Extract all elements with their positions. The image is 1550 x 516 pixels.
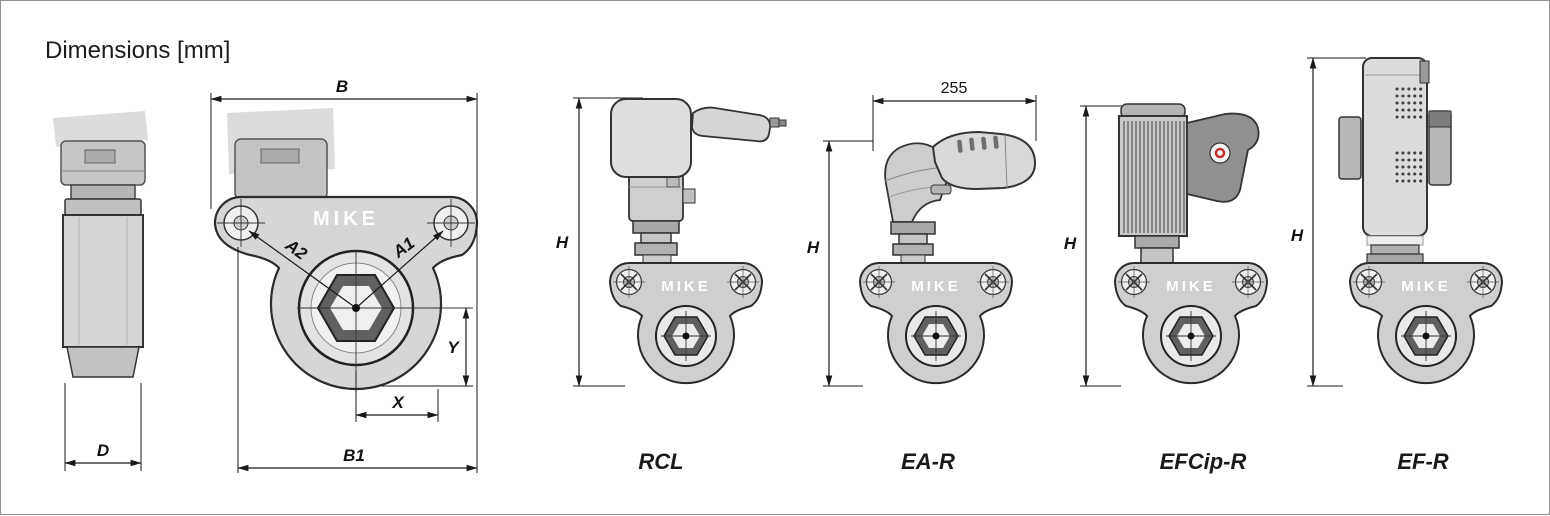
ef-r-tool-body — [1338, 57, 1452, 264]
collar — [64, 198, 142, 216]
tool-drawing-ef-r: H MIKE — [1291, 57, 1503, 474]
air-fitting — [769, 117, 780, 128]
ribbed-housing — [1118, 115, 1188, 237]
dim-h-label: H — [807, 238, 820, 257]
dimension-b1: B1 — [237, 247, 478, 473]
dim-h-label: H — [556, 233, 569, 252]
dim-b-label: B — [336, 77, 348, 96]
dimension-h-ef-r: H — [1291, 57, 1366, 387]
dim-d-label: D — [97, 441, 109, 460]
dimension-y: Y — [381, 307, 473, 387]
brand-text: MIKE — [1401, 278, 1451, 295]
ghost-handle — [53, 111, 148, 147]
dimension-h-efcip-r: H — [1064, 105, 1129, 387]
page-title: Dimensions [mm] — [45, 37, 230, 64]
dim-h-label: H — [1064, 234, 1077, 253]
tool-drawing-efcip-r: H MIKE EFCip-R — [1064, 103, 1268, 474]
dimension-b: B — [210, 77, 478, 473]
dim-255-label: 255 — [941, 80, 968, 97]
bottom-sleeve — [66, 346, 140, 378]
dim-y-label: Y — [447, 338, 460, 357]
brand-text: MIKE — [1166, 278, 1216, 295]
brand-text: MIKE — [661, 278, 711, 295]
logo-badge — [1209, 142, 1231, 164]
tool-label-efcip-r: EFCip-R — [1160, 449, 1247, 474]
dim-x-label: X — [391, 393, 405, 412]
dim-b1-label: B1 — [343, 446, 365, 465]
tool-drawing-rcl: H MIKE RCL — [556, 97, 787, 474]
dimension-h-rcl: H — [556, 97, 643, 387]
tool-label-ef-r: EF-R — [1397, 449, 1448, 474]
grip — [691, 106, 771, 143]
tool-drawing-ea-r: 255 H MIKE EA-R — [807, 80, 1037, 474]
dimension-h-ea-r: H — [807, 140, 873, 387]
ratchet-detail — [84, 149, 116, 164]
side-view-drawing: D — [53, 111, 148, 471]
ea-r-tool-body — [884, 130, 1037, 264]
dim-h-label: H — [1291, 226, 1304, 245]
body-cylinder — [62, 214, 144, 348]
efcip-r-tool-body — [1118, 103, 1260, 264]
tool-label-ea-r: EA-R — [901, 449, 955, 474]
trigger — [930, 184, 952, 195]
side-clip-left — [1338, 116, 1362, 180]
cylinder-body — [1362, 57, 1428, 237]
rcl-tool-body — [610, 98, 787, 264]
neck — [70, 184, 136, 200]
brand-text: MIKE — [313, 208, 379, 230]
tool-label-rcl: RCL — [638, 449, 683, 474]
dimension-255: 255 — [872, 80, 1037, 151]
dimension-d: D — [64, 383, 142, 471]
front-view-drawing: MIKE A2 A1 — [210, 77, 479, 473]
brand-text: MIKE — [911, 278, 961, 295]
dimension-x: X — [355, 371, 439, 422]
vent-dots — [1395, 87, 1427, 183]
ratchet-head — [234, 138, 328, 200]
